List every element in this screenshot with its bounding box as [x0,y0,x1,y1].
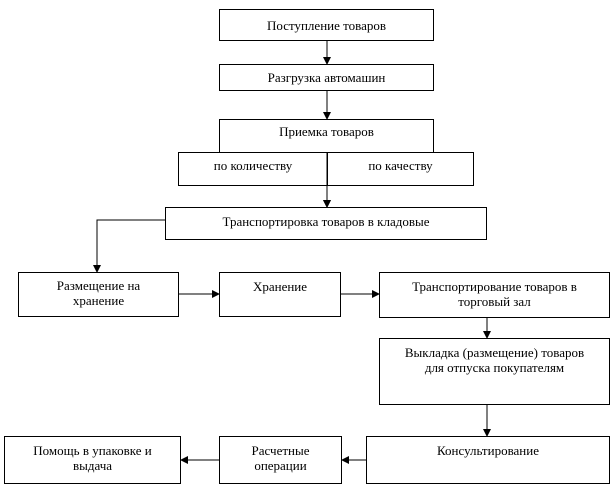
node-display: Выкладка (размещение) товаров для отпуск… [379,338,610,405]
node-transport-to-storage: Транспортировка товаров в кладовые [165,207,487,240]
node-by-quality: по качеству [327,152,474,186]
node-placement: Размещение на хранение [18,272,179,317]
node-storage: Хранение [219,272,341,317]
node-acceptance: Приемка товаров [219,119,434,153]
arrow-transport-to-placement [93,219,165,273]
node-transport-to-hall: Транспортирование товаров в торговый зал [379,272,610,318]
node-packing-help: Помощь в упаковке и выдача [4,436,181,484]
node-consulting: Консультирование [366,436,610,484]
node-receipt: Поступление товаров [219,9,434,41]
node-settlement: Расчетные операции [219,436,342,484]
node-by-quantity: по количеству [178,152,328,186]
node-unloading: Разгрузка автомашин [219,64,434,91]
